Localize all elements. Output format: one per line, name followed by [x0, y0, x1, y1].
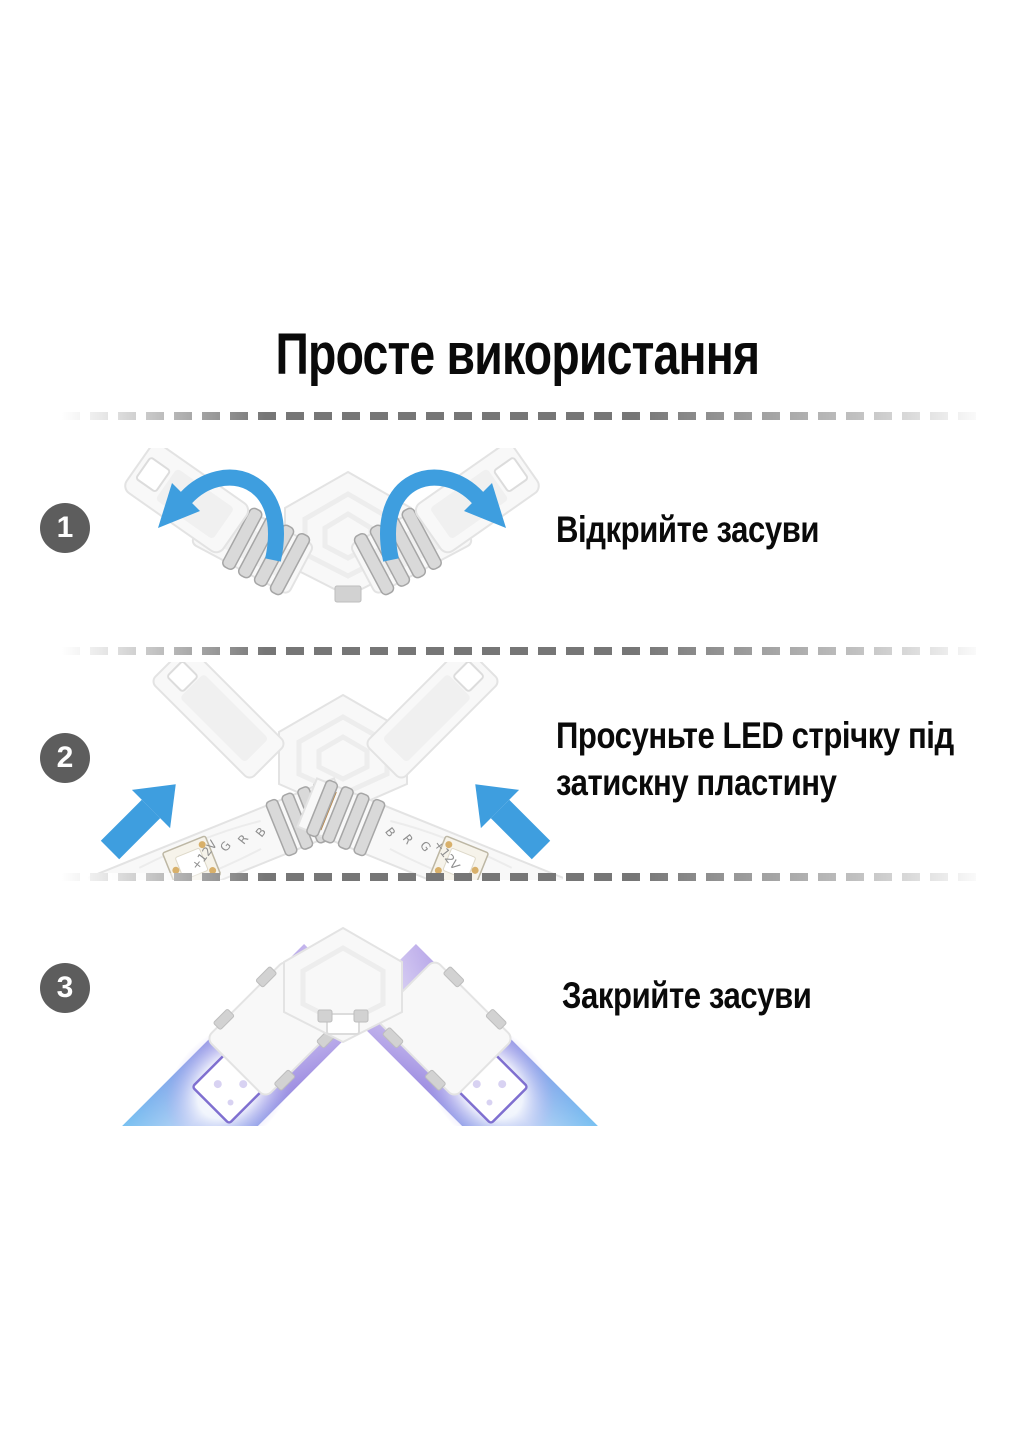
illustration-closed-connector	[80, 926, 640, 1126]
illustration-open-latches	[123, 448, 541, 648]
step-number-badge: 2	[40, 733, 90, 783]
corner-connector	[283, 926, 403, 1044]
step-caption: Просуньте LED стрічку під затискну пласт…	[556, 715, 954, 803]
step-caption: Закрийте засуви	[562, 975, 812, 1016]
dashed-divider	[62, 873, 987, 881]
illustration-insert-strip: B R G +12V B R G +12V	[88, 662, 563, 880]
corner-tab	[334, 585, 362, 603]
dashed-divider	[62, 647, 987, 655]
dashed-divider	[62, 412, 987, 420]
page-title-text: Просте використання	[275, 322, 761, 387]
page-title: Просте використання	[0, 322, 1035, 388]
step-number-badge: 3	[40, 963, 90, 1013]
corner-notch	[326, 1013, 360, 1035]
step-number-badge: 1	[40, 503, 90, 553]
step-caption: Відкрийте засуви	[556, 509, 820, 550]
